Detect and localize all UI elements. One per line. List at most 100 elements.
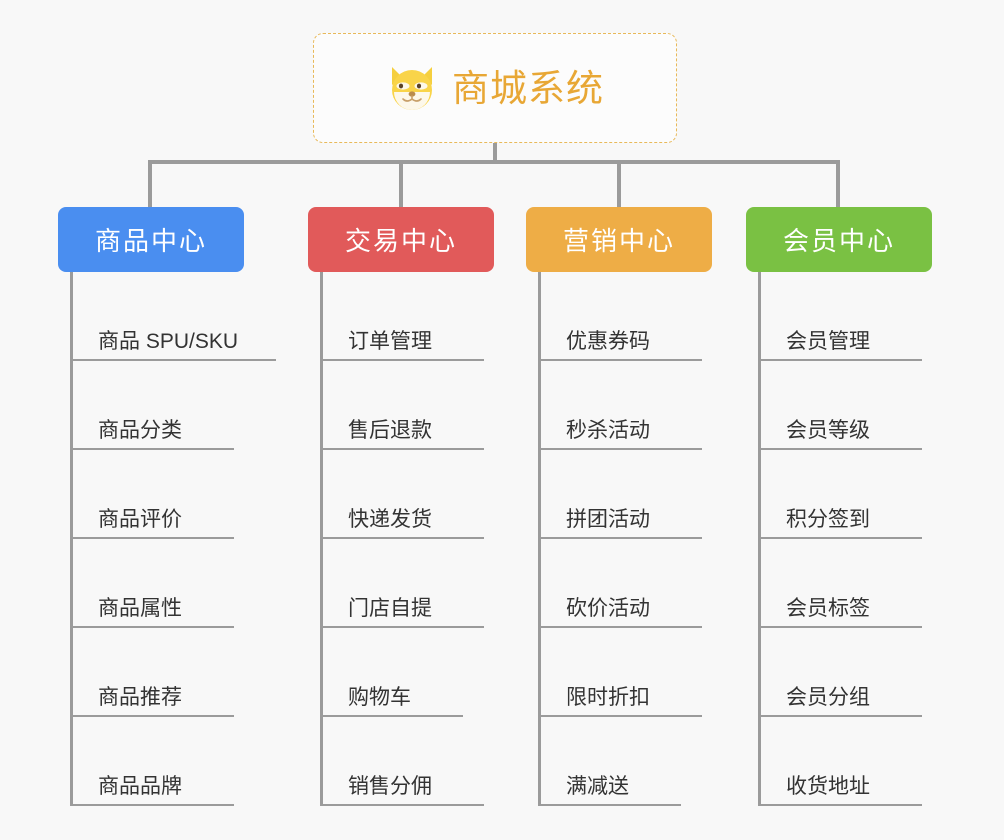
- leaf-item[interactable]: 快递发货: [320, 450, 550, 539]
- branch-leaf-list-3: 会员管理 会员等级 积分签到 会员标签 会员分组 收货地址: [758, 272, 988, 806]
- leaf-label: 拼团活动: [566, 508, 650, 531]
- leaf-item[interactable]: 会员管理: [758, 272, 988, 361]
- branch-header-label-2: 营销中心: [562, 226, 675, 256]
- leaf-item[interactable]: 商品品牌: [70, 717, 300, 806]
- leaf-label: 销售分佣: [348, 775, 432, 798]
- leaf-label: 商品属性: [98, 597, 182, 620]
- connector-drop-branch-3: [836, 160, 840, 207]
- root-title: 商城系统: [452, 67, 604, 109]
- branch-header-1[interactable]: 交易中心: [308, 207, 494, 272]
- leaf-rule: [538, 715, 702, 717]
- leaf-rule: [320, 715, 463, 717]
- connector-drop-branch-2: [617, 160, 621, 207]
- shiba-dog-face-icon: [392, 67, 432, 110]
- leaf-label: 会员标签: [786, 597, 870, 620]
- leaf-item[interactable]: 秒杀活动: [538, 361, 768, 450]
- branch-leaf-list-2: 优惠券码 秒杀活动 拼团活动 砍价活动 限时折扣 满减送: [538, 272, 768, 806]
- branch-交易中心: 交易中心 订单管理 售后退款 快递发货 门店自提 购物车: [308, 207, 550, 806]
- leaf-label: 商品品牌: [98, 775, 182, 798]
- leaf-label: 限时折扣: [566, 686, 650, 709]
- leaf-item[interactable]: 商品评价: [70, 450, 300, 539]
- leaf-rule: [538, 537, 702, 539]
- leaf-rule: [70, 804, 234, 806]
- leaf-item[interactable]: 拼团活动: [538, 450, 768, 539]
- root-node[interactable]: 商城系统: [313, 33, 677, 143]
- leaf-label: 收货地址: [786, 775, 870, 798]
- branch-spine-0: [70, 272, 73, 806]
- branch-header-label-1: 交易中心: [344, 226, 457, 256]
- leaf-item[interactable]: 销售分佣: [320, 717, 550, 806]
- leaf-rule: [538, 359, 702, 361]
- branch-spine-1: [320, 272, 323, 806]
- leaf-item[interactable]: 订单管理: [320, 272, 550, 361]
- leaf-label: 售后退款: [348, 419, 432, 442]
- leaf-label: 快递发货: [348, 508, 432, 531]
- leaf-item[interactable]: 会员标签: [758, 539, 988, 628]
- leaf-label: 满减送: [566, 775, 629, 798]
- leaf-rule: [758, 448, 922, 450]
- leaf-rule: [758, 359, 922, 361]
- leaf-label: 砍价活动: [566, 597, 650, 620]
- leaf-item[interactable]: 商品属性: [70, 539, 300, 628]
- connector-drop-branch-1: [399, 160, 403, 207]
- leaf-rule: [538, 804, 681, 806]
- branch-header-0[interactable]: 商品中心: [58, 207, 244, 272]
- leaf-rule: [320, 626, 484, 628]
- connector-root-stem: [493, 143, 497, 164]
- leaf-item[interactable]: 优惠券码: [538, 272, 768, 361]
- branch-商品中心: 商品中心 商品 SPU/SKU 商品分类 商品评价 商品属性 商品推荐: [58, 207, 300, 806]
- leaf-rule: [70, 448, 234, 450]
- leaf-item[interactable]: 商品 SPU/SKU: [70, 272, 300, 361]
- leaf-item[interactable]: 商品分类: [70, 361, 300, 450]
- leaf-rule: [538, 626, 702, 628]
- branch-header-label-3: 会员中心: [782, 226, 895, 256]
- leaf-item[interactable]: 会员分组: [758, 628, 988, 717]
- leaf-item[interactable]: 门店自提: [320, 539, 550, 628]
- leaf-rule: [70, 359, 276, 361]
- leaf-label: 会员等级: [786, 419, 870, 442]
- leaf-rule: [70, 715, 234, 717]
- leaf-label: 会员分组: [786, 686, 870, 709]
- connector-drop-branch-0: [148, 160, 152, 207]
- leaf-item[interactable]: 限时折扣: [538, 628, 768, 717]
- leaf-item[interactable]: 满减送: [538, 717, 768, 806]
- leaf-item[interactable]: 商品推荐: [70, 628, 300, 717]
- leaf-item[interactable]: 收货地址: [758, 717, 988, 806]
- leaf-rule: [320, 537, 484, 539]
- branch-header-3[interactable]: 会员中心: [746, 207, 932, 272]
- leaf-rule: [538, 448, 702, 450]
- branch-spine-2: [538, 272, 541, 806]
- leaf-label: 订单管理: [348, 330, 432, 353]
- leaf-label: 优惠券码: [566, 330, 650, 353]
- branch-spine-3: [758, 272, 761, 806]
- leaf-label: 会员管理: [786, 330, 870, 353]
- leaf-item[interactable]: 会员等级: [758, 361, 988, 450]
- leaf-rule: [320, 804, 484, 806]
- leaf-label: 购物车: [348, 686, 411, 709]
- leaf-rule: [70, 626, 234, 628]
- leaf-label: 积分签到: [786, 508, 870, 531]
- leaf-item[interactable]: 砍价活动: [538, 539, 768, 628]
- leaf-item[interactable]: 积分签到: [758, 450, 988, 539]
- leaf-label: 门店自提: [348, 597, 432, 620]
- branch-会员中心: 会员中心 会员管理 会员等级 积分签到 会员标签 会员分组: [746, 207, 988, 806]
- branch-营销中心: 营销中心 优惠券码 秒杀活动 拼团活动 砍价活动 限时折扣: [526, 207, 768, 806]
- leaf-label: 商品分类: [98, 419, 182, 442]
- leaf-label: 秒杀活动: [566, 419, 650, 442]
- connector-horizontal-bus: [148, 160, 837, 164]
- branch-header-label-0: 商品中心: [94, 226, 207, 256]
- leaf-label: 商品推荐: [98, 686, 182, 709]
- leaf-rule: [758, 626, 922, 628]
- leaf-label: 商品评价: [98, 508, 182, 531]
- leaf-rule: [320, 359, 484, 361]
- leaf-rule: [70, 537, 234, 539]
- leaf-item[interactable]: 购物车: [320, 628, 550, 717]
- branch-header-2[interactable]: 营销中心: [526, 207, 712, 272]
- leaf-rule: [320, 448, 484, 450]
- branch-leaf-list-0: 商品 SPU/SKU 商品分类 商品评价 商品属性 商品推荐 商品品牌: [70, 272, 300, 806]
- leaf-label: 商品 SPU/SKU: [98, 330, 239, 353]
- leaf-rule: [758, 804, 922, 806]
- branch-leaf-list-1: 订单管理 售后退款 快递发货 门店自提 购物车 销售分佣: [320, 272, 550, 806]
- leaf-item[interactable]: 售后退款: [320, 361, 550, 450]
